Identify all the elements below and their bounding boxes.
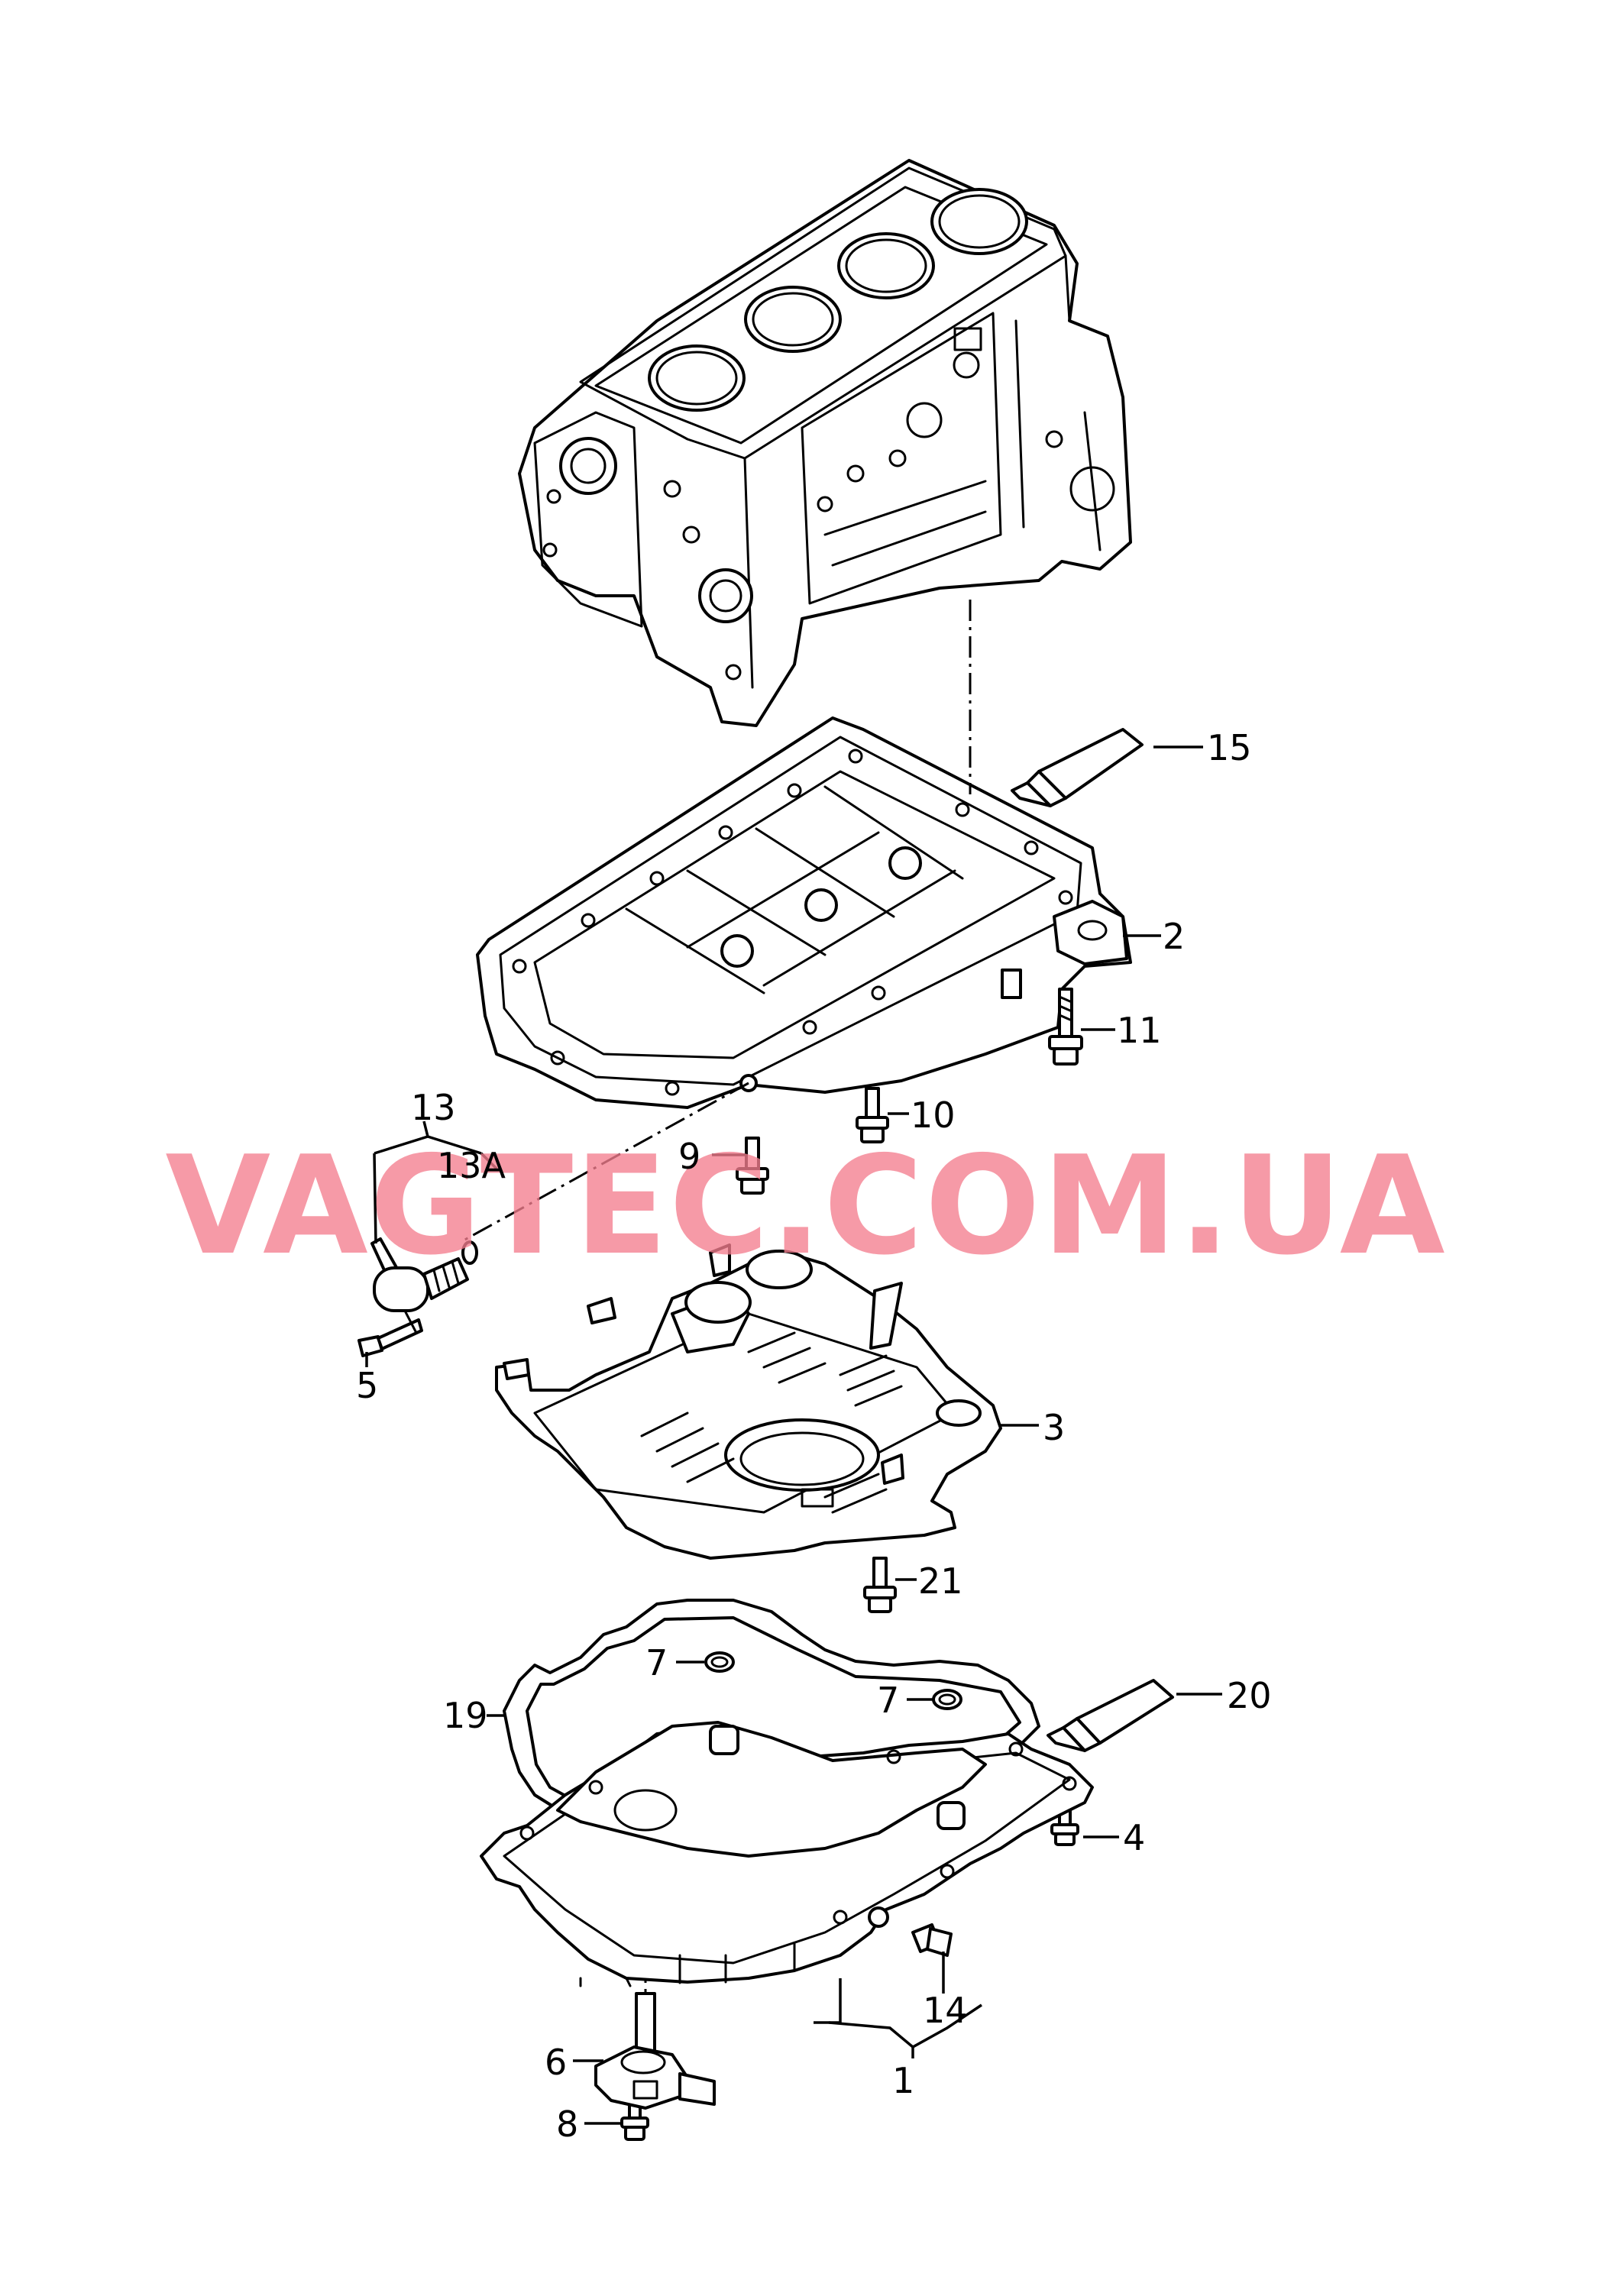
bolt-5 [357, 1318, 423, 1357]
callout-10: 10 [911, 1095, 956, 1136]
callout-20: 20 [1227, 1675, 1272, 1716]
sensor-assembly-13 [370, 1237, 478, 1334]
callout-13a: 13A [437, 1145, 506, 1186]
callout-7a: 7 [645, 1642, 668, 1683]
oil-pan-upper [476, 716, 1132, 1109]
callout-8: 8 [556, 2104, 578, 2145]
assembly-line-sensor [461, 1082, 749, 1243]
callout-15: 15 [1207, 727, 1252, 768]
cylinder-block [518, 159, 1132, 727]
callout-5: 5 [356, 1365, 378, 1406]
bolt-10 [856, 1087, 889, 1143]
watermark-text: VAGTEC.COM.UA [165, 1127, 1446, 1285]
callout-2: 2 [1163, 916, 1185, 957]
bolt-21 [863, 1557, 897, 1613]
oil-level-sensor [594, 1992, 716, 2110]
callout-3: 3 [1043, 1407, 1065, 1448]
callout-9: 9 [678, 1136, 700, 1177]
callout-21: 21 [918, 1560, 963, 1602]
baffle-plate [495, 1243, 1002, 1560]
callout-6: 6 [545, 2042, 567, 2083]
callout-1: 1 [892, 2060, 914, 2101]
sealant-tube-bottom [1047, 1679, 1174, 1752]
oil-pan-lower [480, 1721, 1094, 1987]
callout-14: 14 [923, 1990, 968, 2031]
callout-19: 19 [443, 1695, 488, 1736]
bolt-9 [736, 1137, 769, 1195]
o-ring-7b [932, 1689, 962, 1710]
leader-lines [365, 745, 1222, 2125]
callout-7b: 7 [877, 1680, 899, 1721]
o-ring-7a [704, 1651, 735, 1673]
callout-4: 4 [1123, 1817, 1145, 1858]
drain-plug [911, 1923, 953, 1957]
bolt-11 [1048, 988, 1083, 1066]
callout-13: 13 [411, 1087, 456, 1128]
sealant-tube-top [1011, 728, 1144, 807]
bolt-8 [620, 2103, 649, 2141]
callout-labels: 15 2 11 10 13 13A 9 5 3 21 7 7 19 20 4 1… [356, 727, 1272, 2145]
callout-11: 11 [1117, 1010, 1162, 1051]
